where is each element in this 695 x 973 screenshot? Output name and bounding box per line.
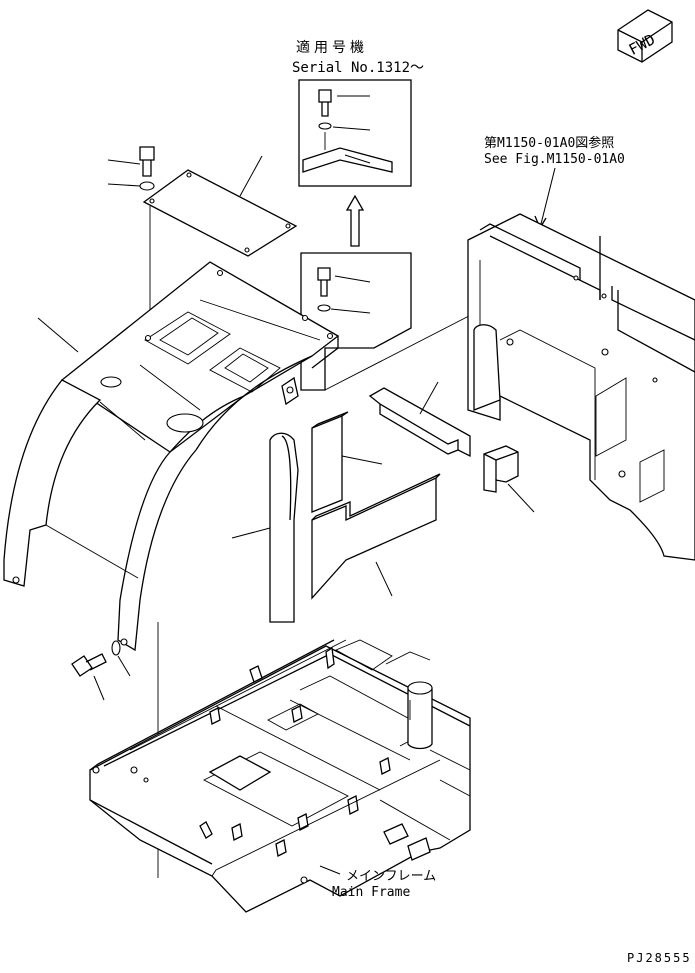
hood-mount-bolt [71,640,131,701]
bolt-icon [318,89,332,117]
plate-corner [302,147,393,173]
main-frame-label-jp: メインフレーム [346,869,436,884]
serial-callout: 適用号機 Serial No.1312～ [292,39,424,187]
serial-label-en: Serial No.1312～ [292,60,424,76]
washer-icon [318,122,332,130]
bolt-icon [317,267,331,297]
rear-panel [467,213,695,561]
washer-icon [139,181,155,191]
seal-bar-angled [368,381,471,458]
washer-icon [317,304,331,312]
figure-code: PJ28555 [627,951,692,965]
pre-serial-detail [300,252,412,391]
main-frame [89,639,471,913]
cover-bolt [107,146,155,191]
fwd-direction-badge: FWD [617,9,673,63]
serial-label-jp: 適用号機 [296,39,368,56]
cover-plate [142,155,298,257]
reference-label-en: See Fig.M1150-01A0 [484,152,625,167]
seal-strip-tall [231,432,299,623]
seal-block-upper [311,411,383,513]
main-frame-callout: メインフレーム Main Frame [319,865,436,900]
hood-cover [3,261,340,652]
arrow-up-icon [345,194,365,247]
seal-panel-lower [311,473,441,600]
reference-label-jp: 第M1150-01A0図参照 [484,135,614,151]
washer-icon [111,640,121,656]
reference-callout: 第M1150-01A0図参照 See Fig.M1150-01A0 [484,135,625,229]
main-frame-label-en: Main Frame [332,885,410,900]
seal-block-small [483,445,535,513]
